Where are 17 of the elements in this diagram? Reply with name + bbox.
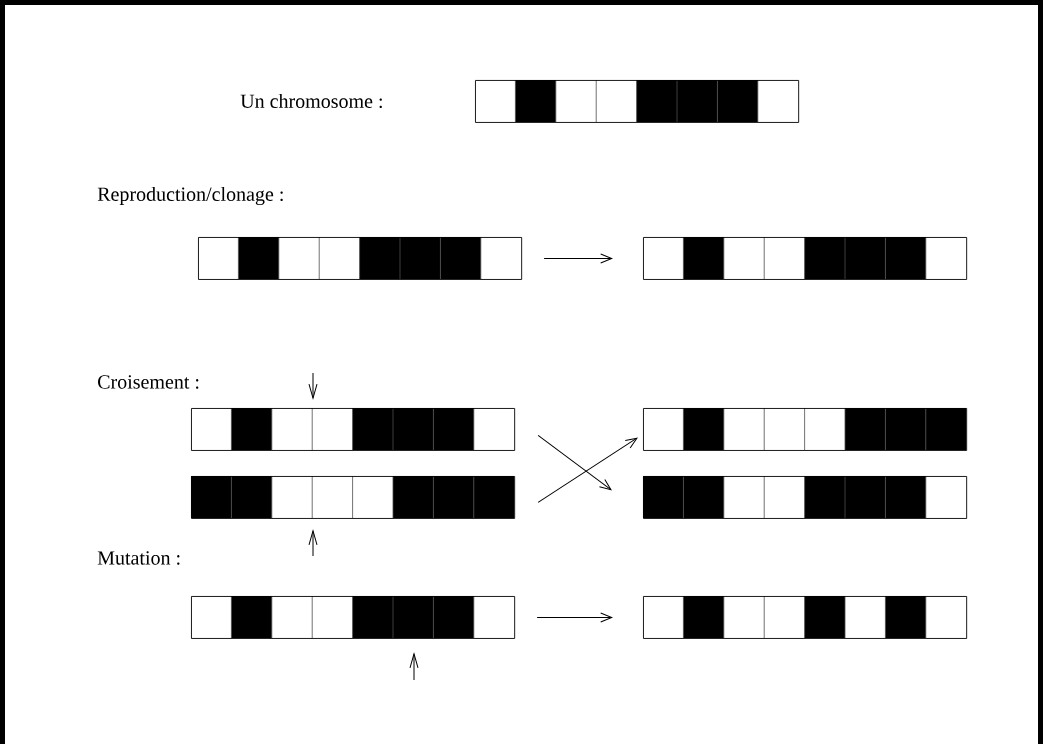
chromosome-bar [198, 236, 523, 280]
section-label: Croisement : [98, 375, 199, 389]
chromosome-bar [191, 475, 516, 519]
chromosome-bar [643, 407, 968, 451]
chromosome-bar [643, 236, 968, 280]
section-label: Un chromosome : [240, 93, 382, 109]
arrow [543, 253, 613, 264]
arrow [536, 612, 613, 623]
chromosome-bar [643, 475, 968, 519]
arrow [537, 434, 612, 491]
chromosome-bar [643, 595, 968, 639]
section-label: Mutation : [97, 551, 180, 565]
chromosome-bar [475, 79, 800, 123]
chromosome-bar [191, 595, 516, 639]
chromosome-bar [191, 407, 516, 451]
arrow [537, 437, 638, 503]
section-label: Reproduction/clonage : [97, 186, 283, 206]
